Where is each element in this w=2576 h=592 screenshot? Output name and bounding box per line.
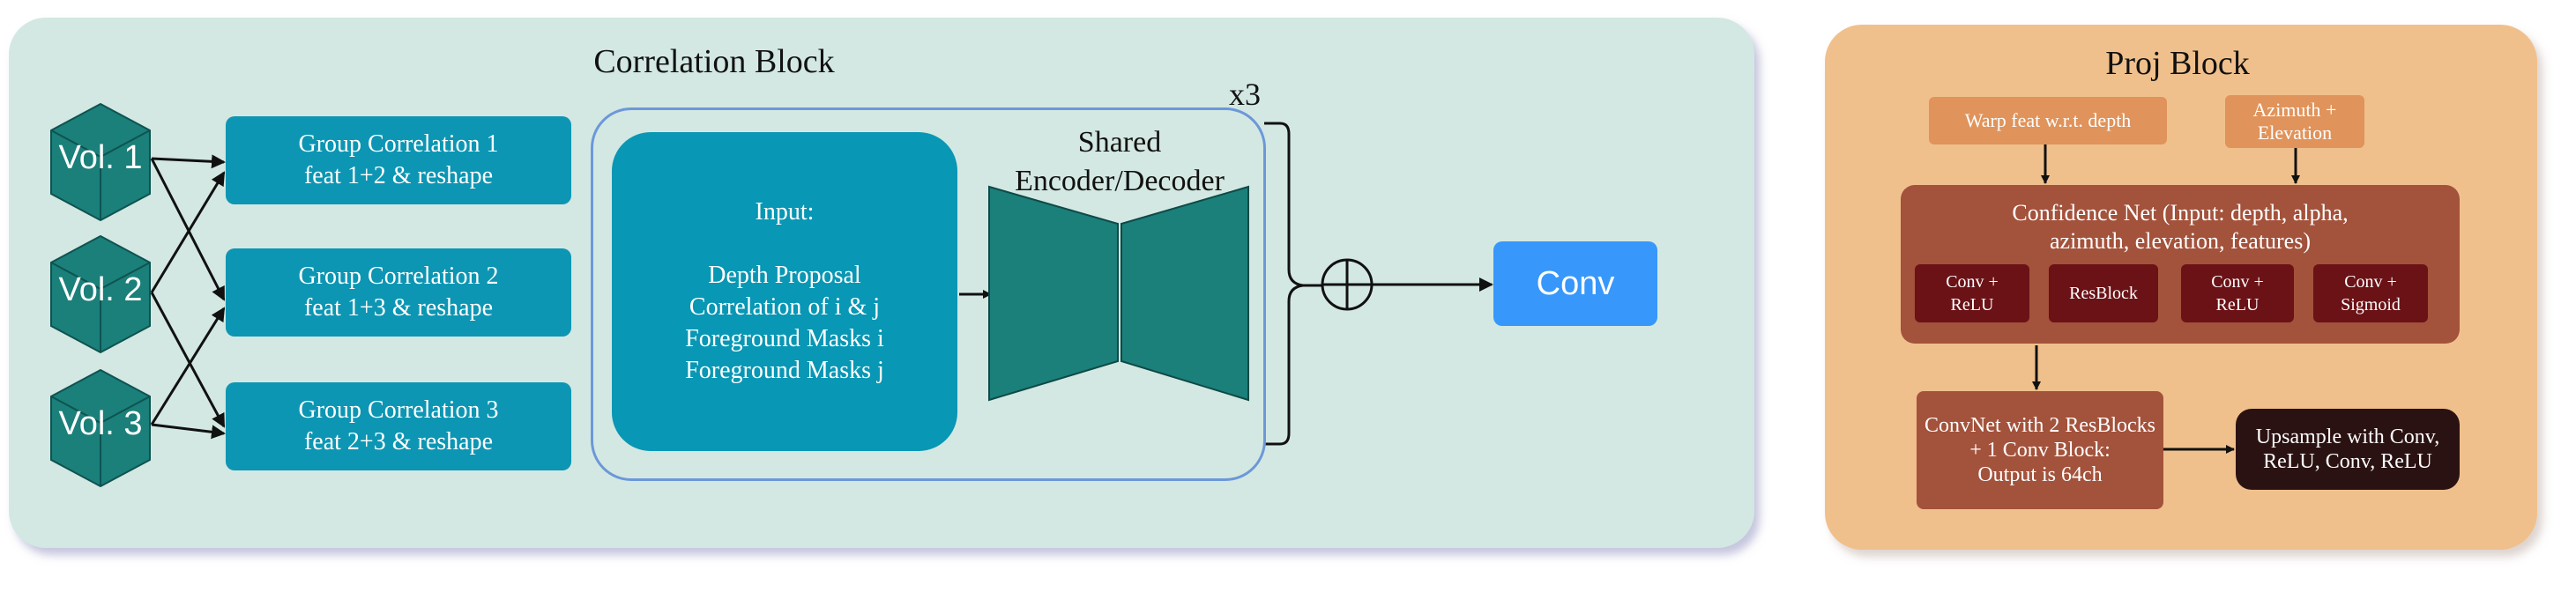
warp-feat-box: Warp feat w.r.t. depth [1929,97,2167,144]
confidence-step-3-line-2: ReLU [2215,295,2260,314]
upsample-line-1: Upsample with Conv, [2255,426,2440,448]
confidence-step-4-line-2: Sigmoid [2341,295,2401,314]
proj-block-title: Proj Block [2105,45,2250,82]
volume-label-3: Vol. 3 [58,405,143,442]
encoder-decoder-label-line-2: Encoder/Decoder [1015,165,1225,197]
encoder-decoder-label-line-1: Shared [1077,126,1162,159]
confidence-net-box: Confidence Net (Input: depth, alpha, azi… [1901,185,2460,344]
convnet-line-3: Output is 64ch [1977,463,2103,486]
convnet-box: ConvNet with 2 ResBlocks + 1 Conv Block:… [1917,391,2163,509]
azimuth-elevation-box: Azimuth + Elevation [2225,95,2364,148]
confidence-step-1-line-2: ReLU [1950,295,1994,314]
group-correlation-3-detail: feat 2+3 & reshape [303,428,494,455]
upsample-box: Upsample with Conv, ReLU, Conv, ReLU [2236,409,2460,490]
confidence-step-4-line-1: Conv + [2344,272,2397,292]
volume-cube-3 [50,368,151,488]
confidence-step-resblock: ResBlock [2049,264,2158,322]
warp-feat-label: Warp feat w.r.t. depth [1964,109,2132,131]
group-correlation-1: Group Correlation 1 feat 1+2 & reshape [226,116,571,204]
encoder-decoder-label: Shared Encoder/Decoder [987,123,1252,201]
confidence-net-title-line-1: Confidence Net (Input: depth, alpha, [2012,200,2349,226]
volume-label-1: Vol. 1 [58,139,143,176]
azimuth-label-line-2: Elevation [2257,122,2333,144]
encoder-shape [988,185,1119,402]
input-line-2: Correlation of i & j [689,293,881,321]
confidence-net-title-line-2: azimuth, elevation, features) [2050,228,2311,254]
azimuth-label-line-1: Azimuth + [2252,99,2337,121]
decoder-shape [1120,185,1249,402]
convnet-line-2: + 1 Conv Block: [1969,439,2111,462]
group-correlation-2-detail: feat 1+3 & reshape [303,294,494,322]
correlation-block-title: Correlation Block [593,43,835,80]
conv-label: Conv [1536,264,1615,302]
encoder-decoder-frame [591,107,1266,481]
volume-cube-2 [50,234,151,354]
repeat-brace [1264,122,1304,446]
input-box: Input: Depth Proposal Correlation of i &… [612,132,957,451]
convnet-line-1: ConvNet with 2 ResBlocks [1925,414,2155,437]
conv-box: Conv [1493,241,1657,326]
input-line-4: Foreground Masks j [685,357,884,384]
group-correlation-3-title: Group Correlation 3 [298,396,499,424]
group-correlation-2: Group Correlation 2 feat 1+3 & reshape [226,248,571,337]
confidence-step-conv-sigmoid: Conv + Sigmoid [2313,264,2428,322]
confidence-step-conv-relu-2: Conv + ReLU [2181,264,2294,322]
volume-label-2: Vol. 2 [58,271,143,308]
group-correlation-2-title: Group Correlation 2 [298,263,499,290]
confidence-step-3-line-1: Conv + [2211,272,2264,292]
volume-cube-1 [50,102,151,222]
upsample-line-2: ReLU, Conv, ReLU [2263,450,2432,473]
input-line-3: Foreground Masks i [685,325,884,352]
input-line-1: Depth Proposal [708,262,861,289]
proj-arrows [2032,144,2300,454]
confidence-step-2-line-1: ResBlock [2069,284,2138,303]
group-correlation-3: Group Correlation 3 feat 2+3 & reshape [226,382,571,470]
sum-icon [1321,258,1374,311]
confidence-step-1-line-1: Conv + [1946,272,1999,292]
confidence-net-title: Confidence Net (Input: depth, alpha, azi… [1901,199,2460,255]
group-correlation-1-detail: feat 1+2 & reshape [303,162,494,189]
group-correlation-1-title: Group Correlation 1 [298,130,499,158]
volume-arrows [150,154,226,440]
repeat-label: x3 [1229,77,1261,112]
input-heading: Input: [755,198,815,226]
confidence-step-conv-relu-1: Conv + ReLU [1915,264,2029,322]
